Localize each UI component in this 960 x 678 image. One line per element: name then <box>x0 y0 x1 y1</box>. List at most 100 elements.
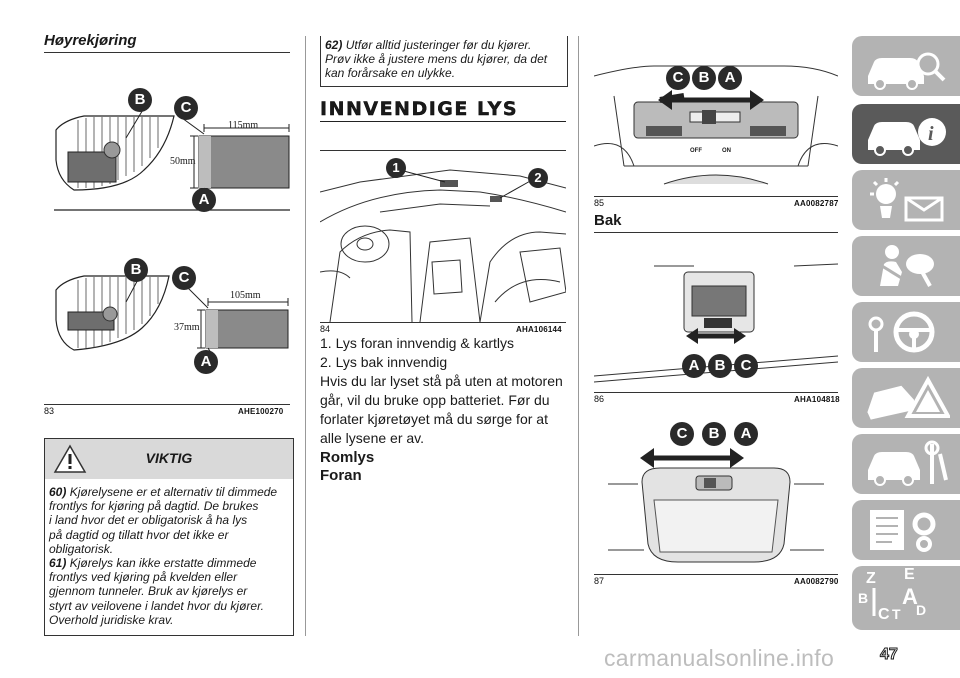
sidebar-tab-vehicle-info[interactable]: i <box>852 104 960 164</box>
figure-code: AHA106144 <box>516 325 562 334</box>
note-line: på dagtid og tillatt hvor det ikke er <box>49 527 229 542</box>
index-separator-icon <box>872 588 876 616</box>
note-number: 62) <box>325 38 343 52</box>
note-number: 61) <box>49 556 67 571</box>
paragraph-line: forlater kjøretøyet må du sørge for at <box>320 411 548 427</box>
section-rule <box>320 121 566 122</box>
watermark: carmanualsonline.info <box>604 645 835 671</box>
figure-number: 83 <box>44 406 55 416</box>
note-line: Overhold juridiske krav. <box>49 612 174 627</box>
rear-dome-light-closeup <box>608 448 824 563</box>
index-letter: D <box>916 602 927 618</box>
page-number: 47 <box>880 646 899 664</box>
dimension-label: 105mm <box>230 290 261 301</box>
callout-badge: A <box>192 188 216 212</box>
airbag-safety-icon <box>880 245 934 287</box>
section-title: INNVENDIGE LYS <box>320 98 519 120</box>
warning-lights-icon <box>870 178 944 222</box>
warning-header: VIKTIG <box>45 439 293 479</box>
car-maintenance-icon <box>868 440 948 486</box>
dimension-label: 50mm <box>170 156 196 167</box>
headlight-beam-diagram <box>54 107 290 359</box>
sidebar-tab-safety[interactable] <box>852 236 960 296</box>
figure-86: A B C <box>593 236 839 390</box>
warning-title: VIKTIG <box>145 450 193 466</box>
sidebar-tab-index[interactable]: Z E B A C T D <box>852 566 960 630</box>
dimension-label: 37mm <box>174 322 200 333</box>
subheading-bak: Bak <box>594 212 622 229</box>
callout-badge: B <box>692 66 716 90</box>
callout-badge: A <box>734 422 758 446</box>
note-box: 62) Utfør alltid justeringer før du kjør… <box>320 36 568 87</box>
index-letter: T <box>892 606 901 622</box>
car-search-icon <box>868 52 946 90</box>
callout-badge: B <box>128 88 152 112</box>
list-item: 2. Lys bak innvendig <box>320 354 448 370</box>
warning-box: VIKTIG 60) Kjørelysene er et alternativ … <box>44 438 294 636</box>
callout-badge: A <box>682 354 706 378</box>
figure-number: 86 <box>594 394 605 404</box>
column-separator <box>305 36 306 636</box>
callout-badge: B <box>702 422 726 446</box>
figure-85: C B A OFF ON <box>593 36 839 194</box>
car-info-icon: i <box>868 118 946 156</box>
sidebar-tab-dashboard[interactable] <box>852 36 960 96</box>
sidebar-tab-starting-driving[interactable] <box>852 302 960 362</box>
sidebar-tab-emergency[interactable] <box>852 368 960 428</box>
index-letter: Z <box>866 570 876 587</box>
callout-badge: A <box>194 350 218 374</box>
figure-number: 85 <box>594 198 605 208</box>
subheading-romlys: Romlys <box>320 449 375 466</box>
sidebar-tab-warning-lights[interactable] <box>852 170 960 230</box>
figure-83: B C A 115mm 50mm B C A 105mm 37mm <box>44 60 294 410</box>
subheading-foran: Foran <box>320 467 362 484</box>
callout-badge: B <box>124 258 148 282</box>
front-dome-light-illustration <box>593 65 839 185</box>
index-letter: A <box>902 584 918 609</box>
heading-rule <box>44 52 290 53</box>
note-line: Kjørelys kan ikke erstatte dimmede <box>69 556 257 571</box>
callout-badge: 1 <box>386 158 406 178</box>
callout-badge: A <box>718 66 742 90</box>
paragraph-line: Hvis du lar lyset stå på uten at motoren <box>320 373 563 389</box>
warning-text: 60) Kjørelysene er et alternativ til dim… <box>49 485 291 627</box>
key-steering-icon <box>868 311 935 353</box>
figure-number: 87 <box>594 576 605 586</box>
callout-badge: C <box>734 354 758 378</box>
svg-text:i: i <box>928 123 934 145</box>
note-number: 60) <box>49 485 67 499</box>
figure-number: 84 <box>320 324 331 334</box>
note-line: frontlys ved kjøring på kvelden eller <box>49 570 238 585</box>
note-line: Kjørelysene er et alternativ til dimmede <box>69 485 278 499</box>
index-letter: B <box>858 590 869 606</box>
figure-rule <box>594 392 838 393</box>
car-breakdown-icon <box>867 375 950 420</box>
column-separator <box>578 36 579 636</box>
figure-rule <box>320 322 566 323</box>
figure-rule <box>594 232 838 233</box>
figure-rule <box>320 150 566 151</box>
figure-rule <box>594 196 838 197</box>
sidebar-tab-maintenance[interactable] <box>852 434 960 494</box>
note-line: obligatorisk. <box>49 541 114 556</box>
note-line: Prøv ikke å justere mens du kjører, da d… <box>325 52 548 67</box>
note-line: i land hvor det er obligatorisk å ha lys <box>49 513 248 528</box>
paragraph-line: går, vil du bruke opp batteriet. Før du <box>320 392 550 408</box>
callout-badge: C <box>670 422 694 446</box>
paragraph-line: alle lysene er av. <box>320 430 425 446</box>
callout-badge: C <box>666 66 690 90</box>
figure-code: AA0082790 <box>794 577 839 586</box>
figure-code: AHA104818 <box>794 395 840 404</box>
figure-rule <box>44 404 290 405</box>
callout-badge: B <box>708 354 732 378</box>
warning-triangle-icon <box>53 444 87 473</box>
note-line: frontlys for kjøring på dagtid. De bruke… <box>49 499 259 514</box>
sidebar-tab-technical-data[interactable] <box>852 500 960 560</box>
note-line: styrt av veilovene i landet hvor du kjør… <box>49 598 264 613</box>
switch-label-off: OFF <box>690 148 702 154</box>
switch-label-on: ON <box>722 148 731 154</box>
technical-data-icon <box>870 510 936 552</box>
callout-badge: C <box>172 266 196 290</box>
dimension-label: 115mm <box>228 120 259 131</box>
index-letter: C <box>878 606 890 623</box>
